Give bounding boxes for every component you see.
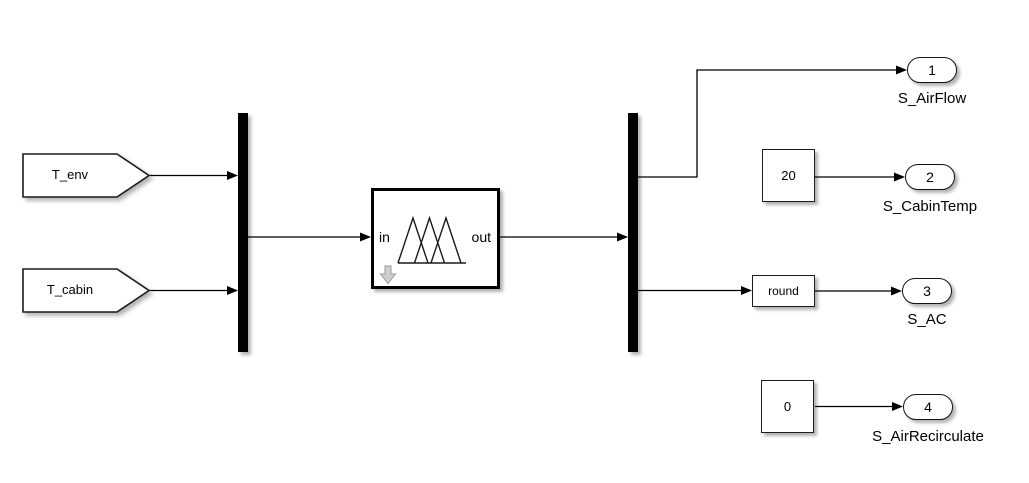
wire-fuzzy-to-demux[interactable]: [500, 232, 628, 242]
wire-t-cabin-to-mux[interactable]: [150, 286, 238, 295]
outport-number: 3: [923, 283, 931, 299]
inport-tag-t-env[interactable]: T_env: [22, 153, 151, 198]
fuzzy-out-port-label: out: [471, 229, 491, 245]
constant-block-0[interactable]: 0: [761, 380, 814, 433]
inport-tag-shape: [22, 153, 151, 198]
mux-block[interactable]: [238, 113, 248, 352]
round-block-label: round: [768, 284, 799, 298]
constant-value: 0: [783, 399, 792, 414]
wire-mux-to-fuzzy[interactable]: [248, 232, 371, 242]
constant-value: 20: [781, 168, 796, 183]
membership-functions-icon: [397, 215, 466, 264]
inport-tag-label: T_cabin: [46, 282, 94, 297]
demux-block[interactable]: [628, 113, 638, 352]
inport-tag-shape: [22, 268, 151, 313]
wire-demux-to-airflow-port[interactable]: [638, 65, 907, 178]
outport-3-label: S_AC: [907, 311, 947, 328]
wire-const20-to-cabintemp-port[interactable]: [815, 172, 905, 182]
outport-number: 1: [928, 62, 936, 78]
constant-block-20[interactable]: 20: [762, 149, 815, 202]
outport-number: 4: [924, 399, 932, 415]
inport-tag-label: T_env: [51, 167, 89, 182]
fuzzy-in-port-label: in: [379, 229, 390, 245]
outport-4[interactable]: 4: [903, 394, 953, 420]
wire-const0-to-recirculate-port[interactable]: [815, 402, 903, 411]
outport-1-label: S_AirFlow: [897, 90, 967, 107]
wire-demux-to-round[interactable]: [638, 286, 752, 295]
inport-tag-t-cabin[interactable]: T_cabin: [22, 268, 151, 313]
outport-3[interactable]: 3: [902, 278, 952, 304]
outport-2-label: S_CabinTemp: [882, 198, 978, 215]
outport-1[interactable]: 1: [907, 57, 957, 83]
fuzzy-logic-controller-block[interactable]: in out: [371, 188, 500, 289]
round-function-block[interactable]: round: [752, 275, 815, 307]
wire-t-env-to-mux[interactable]: [150, 171, 238, 180]
outport-2[interactable]: 2: [905, 164, 955, 190]
outport-number: 2: [926, 169, 934, 185]
drill-down-arrow-icon[interactable]: [379, 265, 397, 285]
wire-round-to-ac-port[interactable]: [815, 286, 902, 296]
outport-4-label: S_AirRecirculate: [872, 428, 984, 445]
